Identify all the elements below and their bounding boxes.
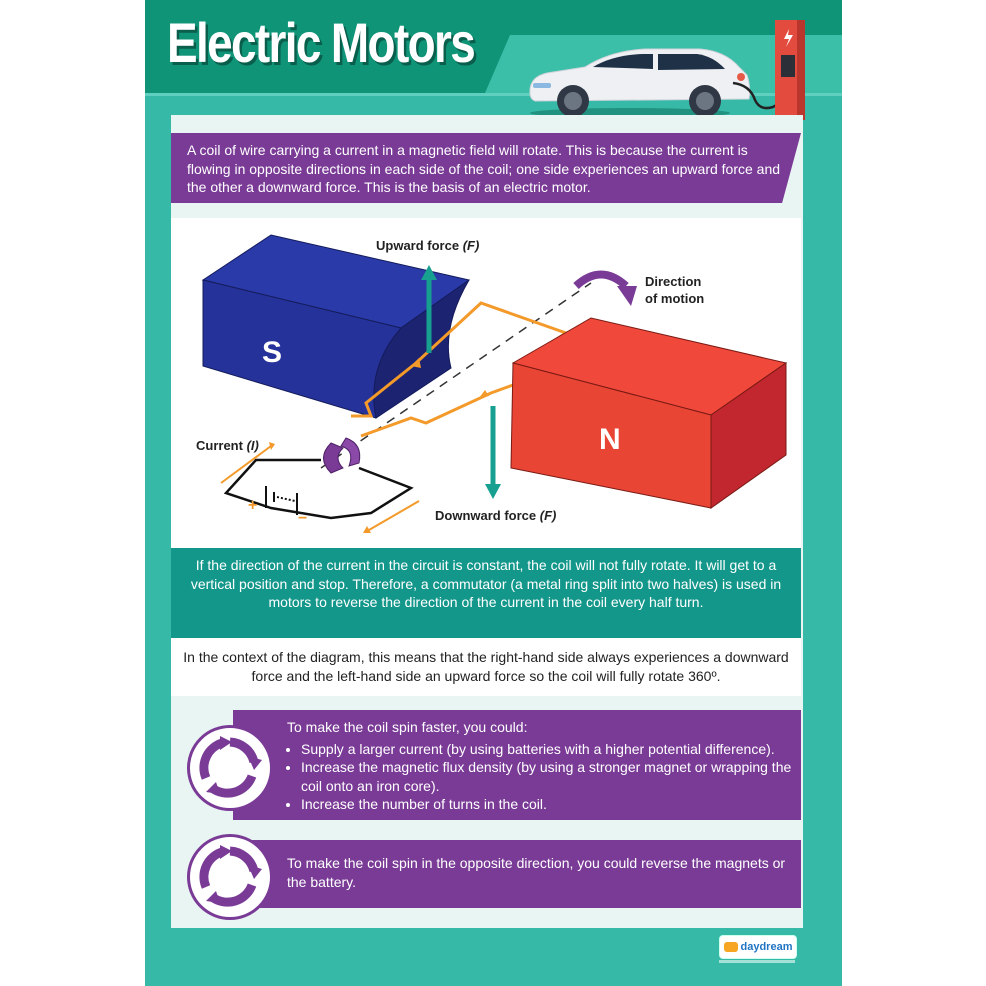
right-margin — [842, 0, 986, 986]
svg-text:+: + — [248, 497, 257, 514]
intro-text: A coil of wire carrying a current in a m… — [171, 133, 801, 203]
cycle-arrows-icon — [187, 834, 273, 920]
left-margin — [0, 0, 145, 986]
list-item: Increase the number of turns in the coil… — [301, 795, 801, 814]
cycle-arrows-icon — [187, 725, 273, 811]
electric-car-charging-icon — [529, 20, 805, 120]
logo-mark-icon — [723, 942, 738, 952]
list-item: Increase the magnetic flux density (by u… — [301, 758, 801, 795]
commutator-note: If the direction of the current in the c… — [171, 548, 801, 638]
poster: Electric Motors A coil of wire carrying … — [145, 0, 842, 986]
svg-text:−: − — [298, 510, 307, 527]
spin-faster-heading: To make the coil spin faster, you could: — [287, 719, 528, 735]
downward-force-label: Downward force (F) — [435, 508, 557, 523]
upward-force-label: Upward force (F) — [376, 238, 480, 253]
spin-faster-box: To make the coil spin faster, you could:… — [233, 710, 801, 820]
current-label: Current (I) — [196, 438, 259, 453]
daydream-logo: daydream — [719, 935, 797, 959]
reverse-direction-box: To make the coil spin in the opposite di… — [233, 840, 801, 908]
spin-faster-list: Supply a larger current (by using batter… — [287, 740, 801, 814]
magnet-n-label: N — [599, 423, 621, 456]
copyright-line — [719, 960, 795, 963]
direction-of-motion-label: Direction of motion — [645, 274, 705, 306]
magnet-s-label: S — [262, 336, 283, 369]
motor-diagram: + − S N Upward force (F) Downward force … — [171, 218, 801, 548]
list-item: Supply a larger current (by using batter… — [301, 740, 801, 759]
page-title: Electric Motors — [167, 11, 476, 74]
context-note: In the context of the diagram, this mean… — [171, 638, 801, 696]
reverse-direction-text: To make the coil spin in the opposite di… — [287, 855, 786, 890]
motor-diagram-svg: + − — [201, 234, 788, 533]
